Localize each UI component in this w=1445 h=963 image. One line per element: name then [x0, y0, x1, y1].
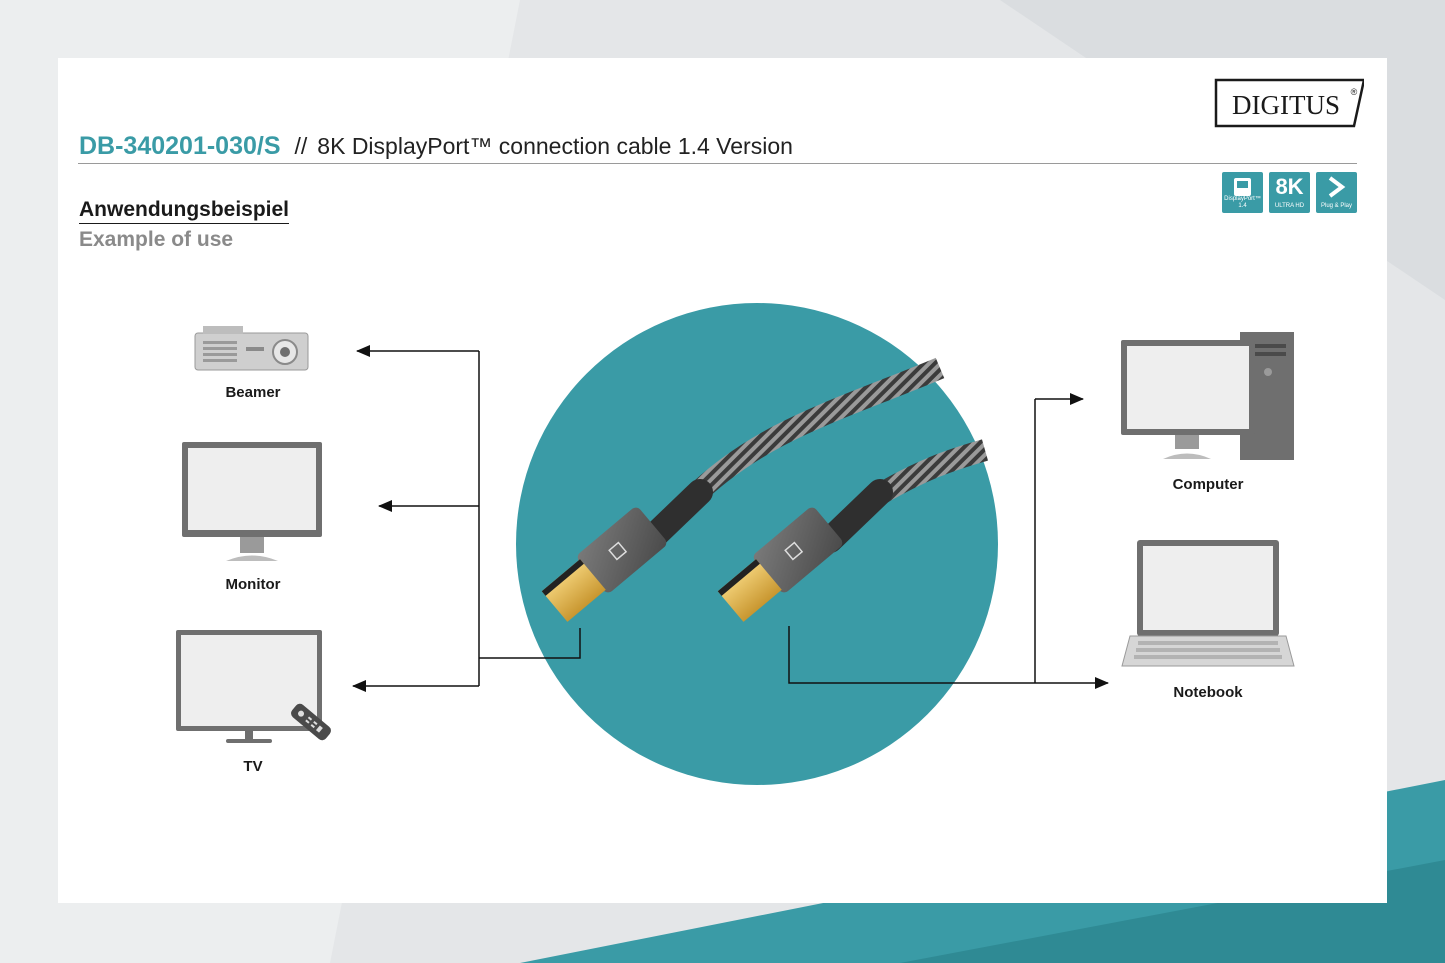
device-label-beamer: Beamer — [225, 384, 281, 401]
right-connection-lines — [788, 393, 1109, 689]
beamer-icon — [194, 326, 309, 371]
product-title: 8K DisplayPort™ connection cable 1.4 Ver… — [317, 133, 793, 159]
device-label-monitor: Monitor — [225, 576, 281, 593]
plug-and-play-icon — [1328, 176, 1346, 198]
displayport-badge: DisplayPort™ 1.4 — [1222, 172, 1263, 213]
page-title: DB-340201-030/S // 8K DisplayPort™ connect… — [79, 132, 793, 161]
8k-icon: 8K — [1275, 174, 1304, 199]
product-code: DB-340201-030/S — [79, 132, 281, 160]
device-label-computer: Computer — [1172, 476, 1244, 493]
displayport-icon — [1234, 178, 1251, 196]
logo-text: DIGITUS — [1232, 90, 1340, 120]
title-separator: // — [294, 133, 308, 159]
displayport-plug-left — [541, 357, 945, 622]
registered-mark: ® — [1351, 87, 1358, 97]
section-title-en: Example of use — [79, 228, 234, 251]
badge-caption: Plug & Play — [1320, 203, 1353, 209]
left-connection-lines — [352, 345, 581, 692]
remote-control-icon — [291, 703, 331, 741]
digitus-logo: DIGITUS ® — [1214, 78, 1366, 128]
badge-caption: ULTRA HD — [1274, 203, 1305, 209]
8k-badge: 8K ULTRA HD — [1269, 172, 1310, 213]
monitor-icon — [182, 442, 322, 561]
computer-icon — [1121, 332, 1294, 460]
notebook-icon — [1121, 540, 1295, 667]
plug-and-play-badge: Plug & Play — [1316, 172, 1357, 213]
section-title-de: Anwendungsbeispiel — [79, 198, 290, 224]
device-label-tv: TV — [243, 758, 263, 775]
tv-icon — [176, 630, 331, 743]
product-circle — [516, 303, 998, 785]
displayport-plug-right — [717, 439, 989, 622]
header-divider — [78, 163, 1357, 164]
device-label-notebook: Notebook — [1173, 684, 1243, 701]
badge-caption: DisplayPort™ 1.4 — [1224, 196, 1261, 209]
